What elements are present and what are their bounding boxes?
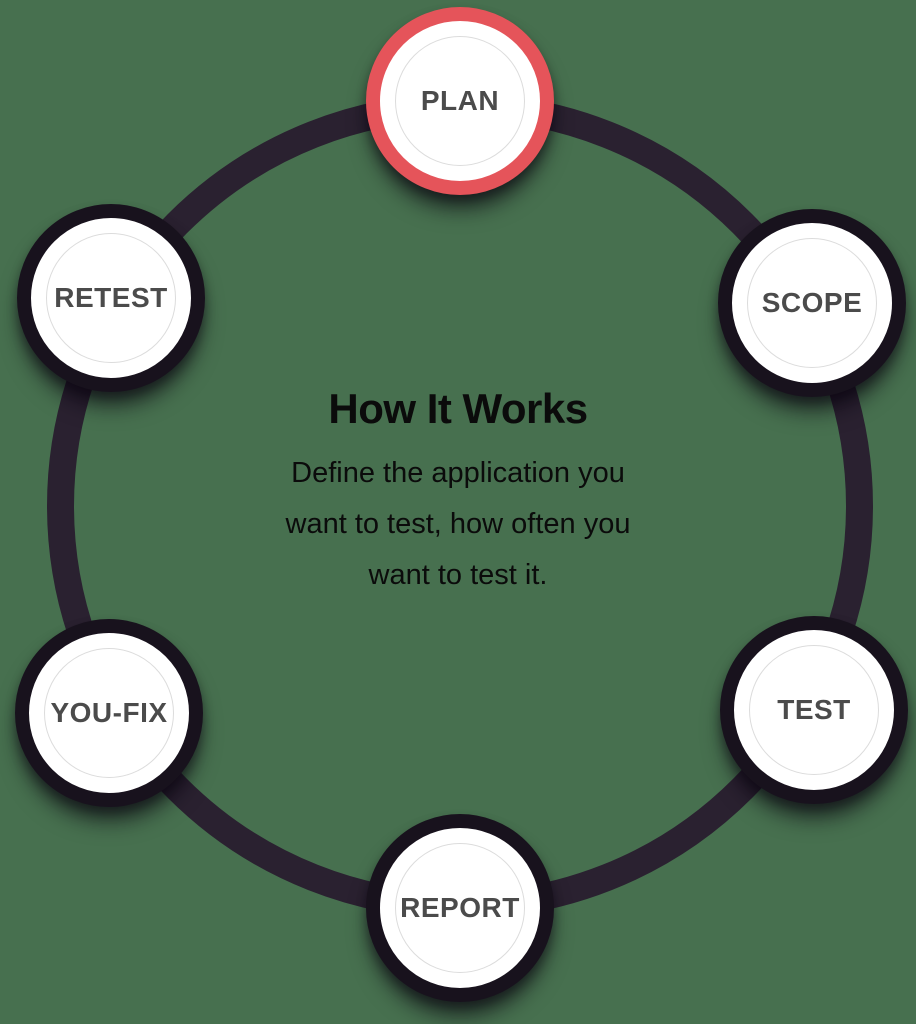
- node-scope: SCOPE: [718, 209, 906, 397]
- center-text-block: How It Works Define the application you …: [158, 385, 758, 601]
- node-label-retest: RETEST: [54, 282, 168, 313]
- node-label-test: TEST: [777, 694, 851, 725]
- node-label-report: REPORT: [400, 892, 520, 923]
- diagram-description: Define the application you want to test,…: [285, 457, 631, 591]
- node-inner-circle: [395, 843, 525, 973]
- node-retest: RETEST: [17, 204, 205, 392]
- node-label-scope: SCOPE: [761, 287, 863, 318]
- node-inner-circle: [747, 238, 877, 368]
- node-inner-circle: [395, 36, 525, 166]
- node-inner-circle: [44, 648, 174, 778]
- node-inner-circle: [749, 645, 879, 775]
- node-label-plan: PLAN: [420, 85, 500, 116]
- node-label-you-fix: YOU-FIX: [50, 697, 168, 728]
- node-you-fix: YOU-FIX: [15, 619, 203, 807]
- node-report: REPORT: [366, 814, 554, 1002]
- node-plan: PLAN: [366, 7, 554, 195]
- diagram-title: How It Works: [328, 385, 588, 432]
- node-test: TEST: [720, 616, 908, 804]
- node-inner-circle: [46, 233, 176, 363]
